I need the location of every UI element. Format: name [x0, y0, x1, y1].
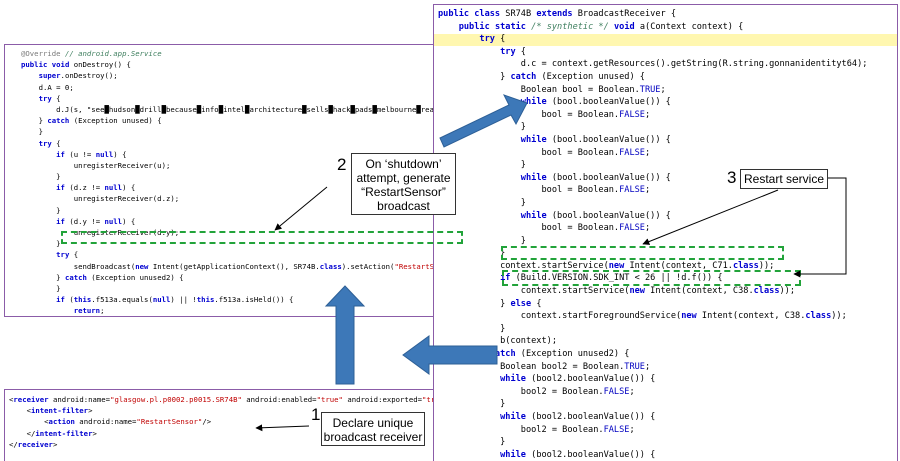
code-line: }	[438, 437, 506, 448]
code-line: while (bool.booleanValue()) {	[520, 97, 671, 108]
ondestroy-code: @Override // android.app.Service public v…	[5, 48, 478, 318]
restart-service-callout: Restart service	[740, 169, 828, 189]
code-line: if (Build.VERSION.SDK_INT < 26 || !d.f()…	[500, 273, 723, 284]
callout1-line2: broadcast receiver	[323, 430, 423, 444]
code-line: public static /* synthetic */ void a(Con…	[458, 21, 744, 32]
code-line: b(context);	[438, 336, 557, 347]
step-number-3: 3	[727, 168, 737, 187]
code-line: public void onDestroy() {	[21, 60, 131, 70]
code-line: d.A = 0;	[21, 82, 74, 92]
callout2-line2: attempt, generate	[356, 171, 451, 185]
code-line: @Override // android.app.Service	[21, 49, 162, 58]
code-line: d.c = context.getResources().getString(R…	[438, 59, 868, 70]
code-line: if (this.f513a.equals(null) || !this.f51…	[56, 295, 294, 305]
code-line: bool = Boolean.FALSE;	[438, 147, 651, 158]
code-line: try {	[38, 138, 61, 148]
callout2-line1: On ‘shutdown’	[365, 157, 442, 171]
code-line: bool = Boolean.FALSE;	[438, 185, 651, 196]
callout2-line4: broadcast	[377, 199, 430, 213]
code-line: Boolean bool = Boolean.TRUE;	[438, 84, 666, 95]
code-line: bool2 = Boolean.FALSE;	[438, 386, 635, 397]
code-line: }	[438, 122, 526, 133]
code-line: } catch (Exception unused) {	[21, 116, 162, 126]
start-service-dashed-box	[501, 246, 784, 260]
shutdown-broadcast-callout: On ‘shutdown’ attempt, generate “Restart…	[351, 153, 456, 215]
code-line: }	[21, 239, 61, 249]
code-line: }	[438, 235, 526, 246]
code-line: context.startService(new Intent(context,…	[438, 286, 796, 297]
code-line: unregisterReceiver(u);	[21, 160, 171, 170]
code-line: try {	[479, 34, 506, 45]
code-line: return;	[73, 306, 105, 316]
code-line: <receiver android:name="glasgow.pl.p0002…	[9, 395, 434, 404]
code-line: while (bool2.booleanValue()) {	[500, 374, 656, 385]
code-line: </intent-filter>	[9, 428, 97, 438]
step-number-1: 1	[311, 405, 321, 424]
code-line: }	[21, 317, 477, 318]
current-line-highlight	[434, 34, 897, 46]
code-line: if (d.y != null) {	[56, 216, 136, 226]
code-line: }	[21, 283, 61, 293]
code-line: } catch (Exception unused2) {	[21, 272, 184, 282]
code-line: context.startForegroundService(new Inten…	[438, 311, 847, 322]
code-line: sendBroadcast(new Intent(getApplicationC…	[21, 261, 474, 271]
code-line: if (u != null) {	[56, 149, 127, 159]
code-line: while (bool.booleanValue()) {	[520, 172, 671, 183]
code-line: }	[438, 160, 526, 171]
code-line: } else {	[438, 298, 542, 309]
code-line: }	[21, 205, 61, 215]
code-line: unregisterReceiver(d.z);	[21, 194, 180, 204]
code-line: bool = Boolean.FALSE;	[438, 109, 651, 120]
receiver-class-code: public class SR74B extends BroadcastRece…	[434, 8, 897, 461]
code-line: Boolean bool2 = Boolean.TRUE;	[438, 361, 651, 372]
code-line: d.J(s, "see█hudson█drill█because█info█in…	[21, 104, 478, 114]
code-line: } catch (Exception unused2) {	[438, 349, 630, 360]
code-line: }	[438, 399, 506, 410]
receiver-class-code-panel: public class SR74B extends BroadcastRece…	[433, 4, 898, 461]
callout2-line3: “RestartSensor”	[361, 185, 446, 199]
code-line: if (d.z != null) {	[56, 183, 136, 193]
send-broadcast-dashed-box	[61, 231, 463, 244]
callout3-line1: Restart service	[743, 172, 825, 186]
code-line: context.startService(new Intent(context,…	[438, 260, 775, 271]
code-line: bool2 = Boolean.FALSE;	[438, 424, 635, 435]
manifest-receiver-code: <receiver android:name="glasgow.pl.p0002…	[5, 394, 433, 450]
code-line: } catch (Exception unused) {	[438, 71, 645, 82]
code-line: public class SR74B extends BroadcastRece…	[438, 9, 677, 19]
code-line: }	[438, 197, 526, 208]
step-number-2: 2	[337, 155, 347, 174]
code-line: try {	[56, 250, 79, 260]
code-line: while (bool2.booleanValue()) {	[500, 449, 656, 460]
code-line: }	[21, 127, 43, 137]
code-line: try {	[38, 93, 61, 103]
code-line: bool = Boolean.FALSE;	[438, 223, 651, 234]
code-line: while (bool.booleanValue()) {	[520, 210, 671, 221]
code-line: super.onDestroy();	[38, 71, 118, 81]
code-line: try {	[500, 46, 526, 57]
code-line: }	[438, 323, 506, 334]
code-line: }	[21, 172, 61, 182]
code-line: while (bool2.booleanValue()) {	[500, 412, 656, 422]
declare-receiver-callout: Declare unique broadcast receiver	[321, 412, 425, 446]
code-line: <action android:name="RestartSensor"/>	[9, 417, 212, 427]
code-line: </receiver>	[9, 439, 58, 449]
code-line: <intent-filter>	[9, 406, 93, 416]
code-line: while (bool.booleanValue()) {	[520, 134, 671, 145]
start-service-c38-dashed-box	[502, 270, 801, 286]
callout1-line1: Declare unique	[332, 416, 414, 430]
